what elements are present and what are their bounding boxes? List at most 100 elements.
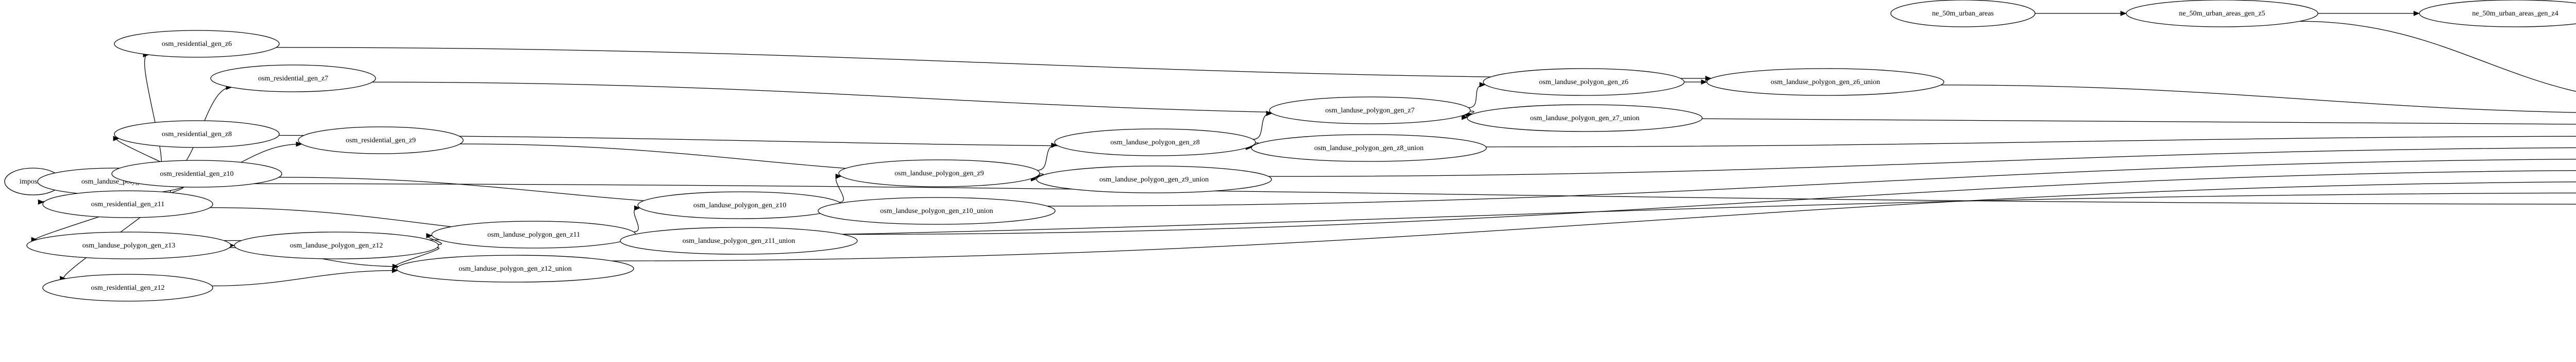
graph-edge bbox=[144, 54, 162, 171]
graph-edge bbox=[1468, 84, 1484, 108]
graph-node-osm_landuse_polygon_gen_z11_union[interactable]: osm_landuse_polygon_gen_z11_union bbox=[620, 227, 858, 255]
edge-arrowhead bbox=[1462, 114, 1468, 120]
graph-node-ne_50m_urban_areas_gen_z5[interactable]: ne_50m_urban_areas_gen_z5 bbox=[2126, 0, 2318, 27]
graph-node-osm_residential_gen_z8[interactable]: osm_residential_gen_z8 bbox=[114, 120, 280, 148]
graph-node-ne_50m_urban_areas_gen_z4[interactable]: ne_50m_urban_areas_gen_z4 bbox=[2419, 0, 2576, 27]
node-shape bbox=[42, 274, 213, 302]
edge-arrowhead bbox=[392, 268, 398, 273]
graph-node-osm_landuse_polygon_gen_z10_union[interactable]: osm_landuse_polygon_gen_z10_union bbox=[818, 197, 1056, 225]
graph-edge bbox=[836, 176, 844, 203]
graph-node-osm_landuse_polygon_gen_z9_union[interactable]: osm_landuse_polygon_gen_z9_union bbox=[1036, 166, 1272, 193]
node-shape bbox=[2419, 0, 2576, 27]
graph-node-osm_landuse_polygon_gen_z12[interactable]: osm_landuse_polygon_gen_z12 bbox=[234, 232, 439, 259]
node-label: osm_landuse_polygon_gen_z11_union bbox=[683, 237, 795, 245]
graph-node-osm_landuse_polygon_gen_z8_union[interactable]: osm_landuse_polygon_gen_z8_union bbox=[1251, 134, 1487, 162]
graph-node-osm_residential_gen_z10[interactable]: osm_residential_gen_z10 bbox=[111, 160, 282, 188]
graph-node-osm_residential_gen_z11[interactable]: osm_residential_gen_z11 bbox=[42, 190, 213, 218]
edge-arrowhead bbox=[2120, 10, 2127, 17]
node-shape bbox=[1251, 134, 1487, 162]
node-label: osm_landuse_polygon_gen_z13 bbox=[82, 242, 175, 250]
node-shape bbox=[1467, 104, 1703, 132]
graph-node-ne_50m_urban_areas[interactable]: ne_50m_urban_areas bbox=[1890, 0, 2036, 27]
node-label: ne_50m_urban_areas_gen_z5 bbox=[2179, 10, 2265, 18]
node-label: osm_landuse_polygon_gen_z9 bbox=[894, 170, 984, 177]
graph-node-osm_residential_gen_z9[interactable]: osm_residential_gen_z9 bbox=[298, 126, 464, 154]
edge-arrowhead bbox=[1051, 142, 1058, 148]
node-shape bbox=[298, 126, 464, 154]
edge-arrowhead bbox=[38, 199, 44, 205]
node-shape bbox=[838, 159, 1040, 187]
node-label: osm_residential_gen_z9 bbox=[346, 137, 416, 144]
node-shape bbox=[210, 64, 376, 92]
node-shape bbox=[1890, 0, 2036, 27]
node-label: osm_landuse_polygon_gen_z6 bbox=[1539, 78, 1628, 86]
node-label: osm_landuse_polygon_gen_z12_union bbox=[459, 265, 571, 273]
edge-arrowhead bbox=[2413, 10, 2420, 17]
node-shape bbox=[620, 227, 858, 255]
node-shape bbox=[818, 197, 1056, 225]
graph-node-osm_landuse_polygon_gen_z7[interactable]: osm_landuse_polygon_gen_z7 bbox=[1269, 96, 1471, 124]
graph-edge bbox=[1252, 113, 1272, 140]
node-shape bbox=[1706, 68, 1944, 96]
graph-edge bbox=[1047, 158, 2576, 207]
graph-node-osm_landuse_polygon_gen_z6_union[interactable]: osm_landuse_polygon_gen_z6_union bbox=[1706, 68, 1944, 96]
node-label: osm_landuse_polygon_gen_z7 bbox=[1325, 107, 1414, 114]
node-label: osm_residential_gen_z10 bbox=[160, 170, 233, 178]
node-label: osm_residential_gen_z11 bbox=[91, 201, 165, 208]
graph-edge bbox=[276, 47, 1710, 79]
graph-edge bbox=[1037, 145, 1056, 171]
node-label: osm_landuse_polygon_gen_z8 bbox=[1110, 139, 1199, 146]
node-shape bbox=[42, 190, 213, 218]
node-label: osm_landuse_polygon_gen_z8_union bbox=[1314, 144, 1423, 152]
node-label: osm_residential_gen_z7 bbox=[258, 75, 328, 83]
node-shape bbox=[26, 232, 231, 259]
graph-edge bbox=[633, 207, 639, 233]
node-shape bbox=[1054, 128, 1256, 156]
node-label: osm_landuse_polygon_gen_z11 bbox=[487, 231, 580, 239]
node-label: osm_residential_gen_z8 bbox=[162, 130, 232, 138]
graph-edge bbox=[1268, 147, 2576, 177]
graph-node-osm_landuse_polygon_gen_z7_union[interactable]: osm_landuse_polygon_gen_z7_union bbox=[1467, 104, 1703, 132]
graph-node-osm_residential_gen_z12[interactable]: osm_residential_gen_z12 bbox=[42, 274, 213, 302]
graph-node-osm_landuse_polygon_gen_z6[interactable]: osm_landuse_polygon_gen_z6 bbox=[1483, 68, 1685, 96]
graph-node-osm_landuse_polygon_gen_z13[interactable]: osm_landuse_polygon_gen_z13 bbox=[26, 232, 231, 259]
graph-node-osm_residential_gen_z7[interactable]: osm_residential_gen_z7 bbox=[210, 64, 376, 92]
node-shape bbox=[114, 120, 280, 148]
graph-node-osm_landuse_polygon_gen_z9[interactable]: osm_landuse_polygon_gen_z9 bbox=[838, 159, 1040, 187]
node-label: osm_landuse_polygon_gen_z9_union bbox=[1099, 176, 1209, 184]
node-label: ne_50m_urban_areas bbox=[1932, 10, 1994, 18]
edge-arrowhead bbox=[1701, 79, 1707, 85]
node-shape bbox=[396, 255, 634, 283]
node-label: osm_landuse_polygon_gen_z10_union bbox=[880, 207, 993, 215]
graph-node-osm_landuse_polygon_gen_z10[interactable]: osm_landuse_polygon_gen_z10 bbox=[637, 191, 842, 219]
node-label: osm_landuse_polygon_gen_z7_union bbox=[1530, 114, 1639, 122]
node-shape bbox=[114, 30, 280, 58]
node-label: osm_residential_gen_z12 bbox=[91, 284, 164, 292]
graph-node-osm_landuse_polygon_gen_z8[interactable]: osm_landuse_polygon_gen_z8 bbox=[1054, 128, 1256, 156]
edge-arrowhead bbox=[634, 205, 641, 211]
node-shape bbox=[111, 160, 282, 188]
graph-edge bbox=[842, 170, 2576, 235]
graph-node-osm_landuse_polygon_gen_z12_union[interactable]: osm_landuse_polygon_gen_z12_union bbox=[396, 255, 634, 283]
node-shape bbox=[1036, 166, 1272, 193]
edge-arrowhead bbox=[392, 264, 399, 269]
graph-edge bbox=[189, 183, 2576, 205]
edge-arrowhead bbox=[835, 173, 842, 179]
node-label: osm_residential_gen_z6 bbox=[162, 40, 232, 48]
node-label: osm_landuse_polygon_gen_z6_union bbox=[1771, 78, 1880, 86]
node-shape bbox=[2126, 0, 2318, 27]
node-label: ne_50m_urban_areas_gen_z4 bbox=[2472, 10, 2558, 18]
graph-edge bbox=[1941, 85, 2576, 113]
graph-node-osm_residential_gen_z6[interactable]: osm_residential_gen_z6 bbox=[114, 30, 280, 58]
graph-edge bbox=[612, 182, 2576, 261]
edge-arrowhead bbox=[296, 141, 302, 147]
node-shape bbox=[234, 232, 439, 259]
graph-edge bbox=[1702, 118, 2576, 125]
graph-node-osm_landuse_polygon_gen_z11[interactable]: osm_landuse_polygon_gen_z11 bbox=[431, 221, 636, 249]
edge-arrowhead bbox=[426, 233, 433, 239]
node-label: osm_landuse_polygon_gen_z12 bbox=[290, 242, 383, 250]
graph-edge bbox=[2299, 21, 2576, 92]
